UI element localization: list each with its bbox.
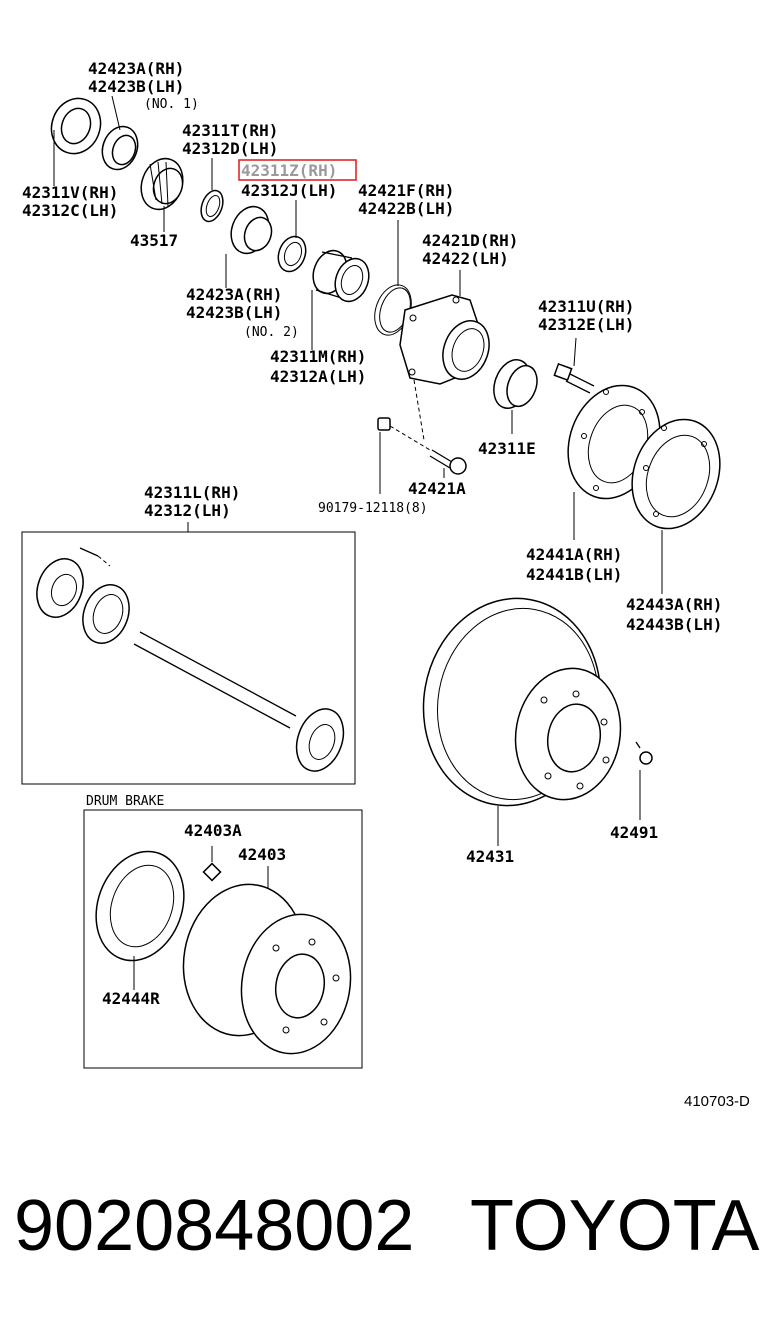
- label-42312J-lh: 42312J(LH): [241, 181, 337, 200]
- highlight-box: [238, 159, 357, 181]
- label-drum-brake: DRUM BRAKE: [86, 794, 164, 809]
- label-42311T-rh: 42311T(RH): [182, 121, 278, 140]
- label-42311U-rh: 42311U(RH): [538, 297, 634, 316]
- brake-disc: [422, 597, 622, 807]
- hub-bearing: [312, 249, 370, 303]
- disc-screw: [635, 741, 653, 765]
- label-no1: (NO. 1): [144, 97, 199, 112]
- label-42403A: 42403A: [184, 821, 242, 840]
- label-42311L-rh: 42311L(RH): [144, 483, 240, 502]
- label-90179: 90179-12118(8): [318, 501, 428, 516]
- label-42403: 42403: [238, 845, 286, 864]
- label-42423B-lh: 42423B(LH): [88, 77, 184, 96]
- label-42312E-lh: 42312E(LH): [538, 315, 634, 334]
- roller-bearing: [140, 157, 184, 211]
- label-42423A-rh-no2: 42423A(RH): [186, 285, 282, 304]
- brand-name: TOYOTA: [470, 1186, 760, 1266]
- diagram-code: 410703-D: [684, 1093, 750, 1110]
- label-42422B-lh: 42422B(LH): [358, 199, 454, 218]
- spacer-ring: [277, 235, 307, 273]
- part-number: 9020848002: [14, 1186, 415, 1266]
- label-42421F-rh: 42421F(RH): [358, 181, 454, 200]
- drum-plug: [202, 862, 222, 882]
- label-42311Z-rh: 42311Z(RH): [241, 161, 337, 180]
- label-42421A: 42421A: [408, 479, 466, 498]
- axle-shaft: [36, 547, 345, 772]
- brake-drum: [182, 883, 352, 1055]
- label-42421D-rh: 42421D(RH): [422, 231, 518, 250]
- bearing-retainer: [399, 294, 490, 385]
- label-42441A-rh: 42441A(RH): [526, 545, 622, 564]
- label-no2: (NO. 2): [244, 325, 299, 340]
- oil-seal-no1: [50, 97, 102, 155]
- label-42312-lh: 42312(LH): [144, 501, 231, 520]
- label-42423B-lh-no2: 42423B(LH): [186, 303, 282, 322]
- hub-bolt: [553, 363, 595, 394]
- gasket: [631, 418, 721, 530]
- bearing-race-no1: [101, 125, 139, 171]
- hub-seal: [493, 359, 538, 409]
- label-43517: 43517: [130, 231, 178, 250]
- label-42431: 42431: [466, 847, 514, 866]
- leader-lines: [53, 95, 663, 990]
- label-42491: 42491: [610, 823, 658, 842]
- label-42422-lh: 42422(LH): [422, 249, 509, 268]
- label-42312A-lh: 42312A(LH): [270, 367, 366, 386]
- label-42311V-rh: 42311V(RH): [22, 183, 118, 202]
- label-42312C-lh: 42312C(LH): [22, 201, 118, 220]
- stud-bolt: [429, 449, 467, 475]
- bearing-race-no2: [230, 205, 273, 255]
- label-42444R: 42444R: [102, 989, 160, 1008]
- label-42441B-lh: 42441B(LH): [526, 565, 622, 584]
- drum-brake-box: [83, 809, 363, 1069]
- label-42312D-lh: 42312D(LH): [182, 139, 278, 158]
- label-42311M-rh: 42311M(RH): [270, 347, 366, 366]
- label-42311E: 42311E: [478, 439, 536, 458]
- label-42423A-rh: 42423A(RH): [88, 59, 184, 78]
- label-42443A-rh: 42443A(RH): [626, 595, 722, 614]
- drum-gasket: [95, 850, 185, 962]
- snap-ring: [200, 189, 224, 223]
- nut: [377, 417, 391, 431]
- label-42443B-lh: 42443B(LH): [626, 615, 722, 634]
